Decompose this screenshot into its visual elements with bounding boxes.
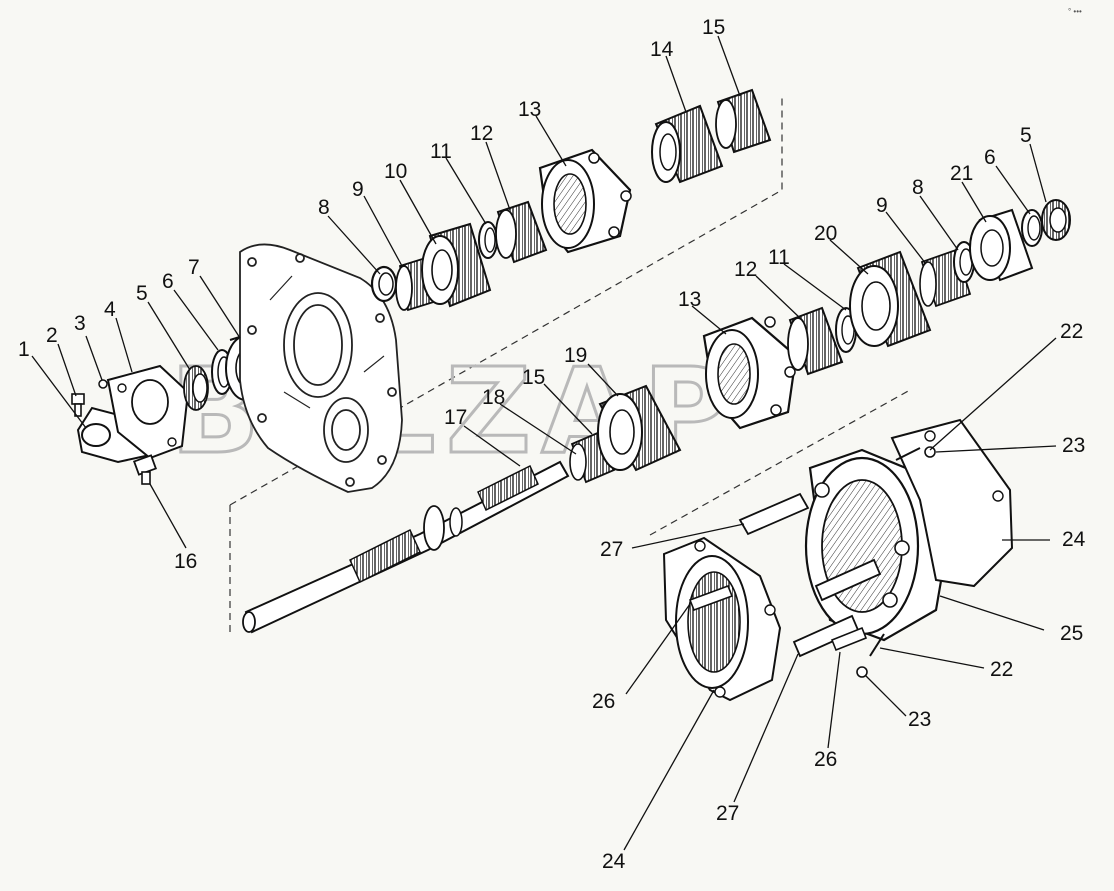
- synchro-hub-part-12-lower: [787, 306, 844, 376]
- coupling-gear-part-14: [651, 104, 724, 184]
- callout-9b: 9: [876, 194, 888, 217]
- callout-22b: 22: [990, 658, 1013, 681]
- callout-10: 10: [384, 160, 407, 183]
- callout-15a: 15: [702, 16, 725, 39]
- callout-13b: 13: [678, 288, 701, 311]
- callout-27b: 27: [716, 802, 739, 825]
- callout-8b: 8: [912, 176, 924, 199]
- callout-14: 14: [650, 38, 674, 61]
- spring-pin-part-22: [869, 447, 921, 657]
- callout-21: 21: [950, 162, 973, 185]
- callout-9a: 9: [352, 178, 364, 201]
- breather-plug-part-16: [132, 454, 158, 485]
- callout-27a: 27: [600, 538, 623, 561]
- main-shaft-part-17: [242, 460, 570, 634]
- ring-part-8-upper: [370, 265, 398, 303]
- callout-24a: 24: [1062, 528, 1086, 551]
- callout-11b: 11: [768, 246, 790, 269]
- callout-23a: 23: [1062, 434, 1085, 457]
- callout-12b: 12: [734, 258, 757, 281]
- callout-15b: 15: [522, 366, 545, 389]
- seal-ring-part-5-left: [183, 365, 209, 411]
- callout-11a: 11: [430, 140, 452, 163]
- callout-23b: 23: [908, 708, 931, 731]
- callout-12a: 12: [470, 122, 493, 145]
- gear-part-10: [421, 222, 492, 308]
- callout-17: 17: [444, 406, 467, 429]
- gear-part-20: [849, 250, 932, 348]
- synchronizer-part-13-lower: [702, 316, 798, 430]
- studs-part-26: [688, 584, 868, 652]
- callout-1: 1: [18, 338, 30, 361]
- callout-25: 25: [1060, 622, 1083, 645]
- bracket-part-24-left: [662, 536, 782, 702]
- callout-18: 18: [482, 386, 505, 409]
- callout-26a: 26: [592, 690, 615, 713]
- callout-22a: 22: [1060, 320, 1083, 343]
- ring-part-11-upper: [478, 221, 498, 259]
- callout-8a: 8: [318, 196, 330, 219]
- callout-5b: 5: [1020, 124, 1032, 147]
- callout-24b: 24: [602, 850, 626, 873]
- seal-ring-part-5-right: [1041, 199, 1071, 241]
- callout-labels: 1 2 3 4 5 6 7 8 9 10 11 12 13 14 15 16 5…: [18, 16, 1086, 873]
- callout-6a: 6: [162, 270, 174, 293]
- callout-2: 2: [46, 324, 58, 347]
- ball-part-23: [856, 446, 936, 678]
- leader-lines: [31, 35, 1057, 851]
- bracket-part-24-right: [890, 418, 1014, 588]
- callout-3: 3: [74, 312, 86, 335]
- ball-bearing-part-21: [969, 208, 1034, 282]
- callout-6b: 6: [984, 146, 996, 169]
- callout-16: 16: [174, 550, 197, 573]
- callout-20: 20: [814, 222, 837, 245]
- callout-13a: 13: [518, 98, 541, 121]
- synchronizer-part-13-upper: [538, 148, 632, 254]
- needle-bearing-part-15-upper: [715, 88, 772, 154]
- corner-mark: ° •••: [1068, 7, 1082, 16]
- synchro-hub-part-12-upper: [495, 200, 548, 264]
- gearbox-housing-plate: [239, 243, 403, 493]
- callout-7: 7: [188, 256, 200, 279]
- bearing-cap-part-4: [106, 364, 190, 460]
- assembly-dashed-outlines: [229, 96, 911, 632]
- spacer-ring-part-6-right: [1021, 209, 1043, 247]
- callout-26b: 26: [814, 748, 837, 771]
- callout-5a: 5: [136, 282, 148, 305]
- bolt-part-2: [71, 393, 85, 417]
- callout-19: 19: [564, 344, 587, 367]
- washer-part-3: [98, 379, 108, 389]
- gear-part-19: [597, 384, 682, 472]
- callout-4: 4: [104, 298, 116, 321]
